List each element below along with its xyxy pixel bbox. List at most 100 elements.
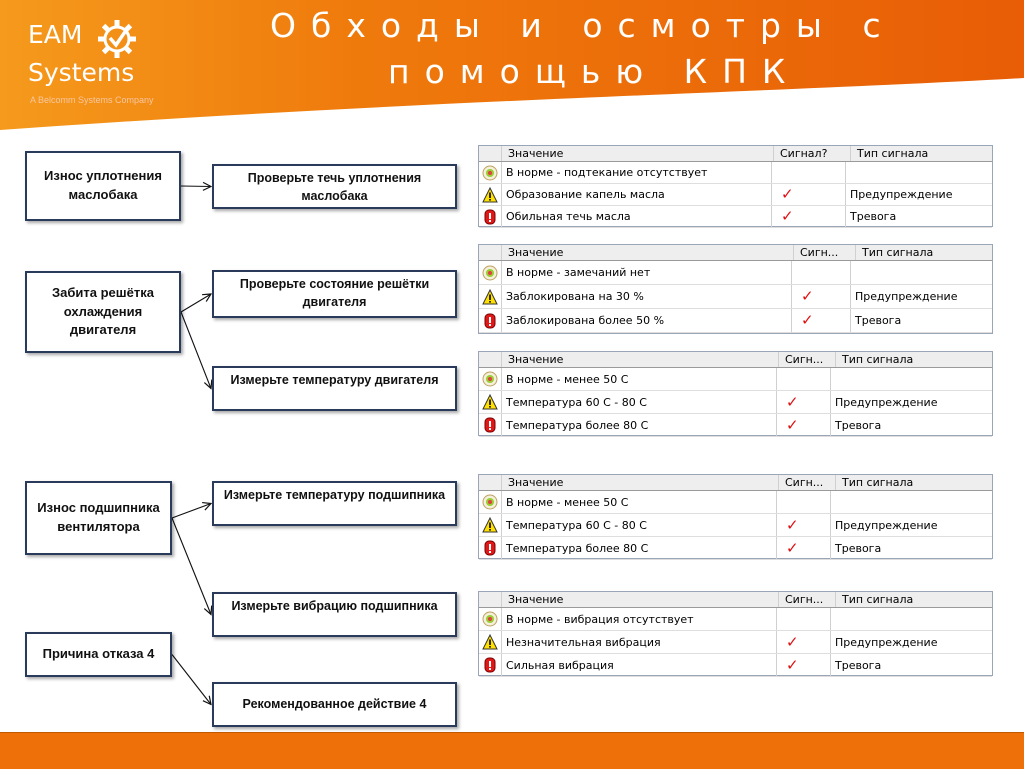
row-signal-type <box>846 162 992 183</box>
action-box-4[interactable]: Рекомендованное действие 4 <box>212 682 457 727</box>
row-value: В норме - подтекание отсутствует <box>502 162 772 183</box>
row-value: В норме - замечаний нет <box>502 261 792 284</box>
row-signal-cell[interactable]: ✓ <box>772 206 846 227</box>
column-header-signal-type[interactable]: Тип сигнала <box>862 246 934 259</box>
column-header-signal-type[interactable]: Тип сигнала <box>842 476 914 489</box>
row-signal-type <box>851 261 992 284</box>
row-signal-cell[interactable]: ✓ <box>777 514 831 536</box>
alarm-icon <box>479 309 502 332</box>
table-row[interactable]: Сильная вибрация✓Тревога <box>479 654 992 677</box>
row-value: Температура 60 С - 80 С <box>502 391 777 413</box>
ok-icon <box>479 162 502 183</box>
cause-box-bearing[interactable]: Износ подшипника вентилятора <box>25 481 172 555</box>
check-icon: ✓ <box>801 311 814 329</box>
row-signal-cell[interactable]: ✓ <box>777 631 831 653</box>
cause-box-4[interactable]: Причина отказа 4 <box>25 632 172 677</box>
column-header-signal[interactable]: Сигн... <box>779 592 836 607</box>
row-signal-cell[interactable]: ✓ <box>777 414 831 436</box>
action-label: Рекомендованное действие 4 <box>242 697 427 712</box>
row-value: Обильная течь масла <box>502 206 772 227</box>
table-row[interactable]: В норме - вибрация отсутствует <box>479 608 992 631</box>
row-signal-cell[interactable] <box>777 608 831 630</box>
row-signal-type <box>831 608 992 630</box>
table-row[interactable]: В норме - подтекание отсутствует <box>479 162 992 184</box>
gear-check-icon <box>98 20 136 58</box>
alarm-icon <box>479 206 502 227</box>
row-signal-cell[interactable]: ✓ <box>772 184 846 205</box>
row-signal-type: Тревога <box>855 314 902 327</box>
row-signal-cell[interactable] <box>792 261 851 284</box>
row-signal-cell[interactable]: ✓ <box>777 391 831 413</box>
column-header-value[interactable]: Значение <box>502 592 779 607</box>
row-value: Заблокирована более 50 % <box>502 309 792 332</box>
table-row[interactable]: Температура 60 С - 80 С✓Предупреждение <box>479 391 992 414</box>
table-row[interactable]: Незначительная вибрация✓Предупреждение <box>479 631 992 654</box>
column-header-value[interactable]: Значение <box>502 146 774 161</box>
column-header-signal-type[interactable]: Тип сигнала <box>857 147 929 160</box>
row-signal-type: Предупреждение <box>850 188 953 201</box>
cause-label: Износ подшипника вентилятора <box>37 500 160 534</box>
column-header-signal[interactable]: Сигн... <box>794 245 856 260</box>
column-header-signal-type[interactable]: Тип сигнала <box>842 353 914 366</box>
table-row[interactable]: Заблокирована более 50 % ✓ Тревога <box>479 309 992 333</box>
check-icon: ✓ <box>781 185 794 203</box>
column-header-signal[interactable]: Сигн... <box>779 475 836 490</box>
cause-label: Забита решётка охлаждения двигателя <box>52 284 154 338</box>
table-row[interactable]: Температура более 80 С✓ Тревога <box>479 414 992 437</box>
table-row[interactable]: В норме - менее 50 С <box>479 491 992 514</box>
row-signal-cell[interactable] <box>777 368 831 390</box>
row-signal-type: Тревога <box>835 418 882 432</box>
row-value: Незначительная вибрация <box>502 631 777 653</box>
row-signal-cell[interactable]: ✓ <box>792 285 851 308</box>
row-signal-cell[interactable]: ✓ <box>777 654 831 676</box>
action-box-measure-vibration[interactable]: Измерьте вибрацию подшипника <box>212 592 457 637</box>
row-signal-cell[interactable] <box>777 491 831 513</box>
check-icon: ✓ <box>786 392 799 411</box>
header-banner: EAM Systems A Belcomm Systems Company Об… <box>0 0 1024 130</box>
page-title-line1: Обходы и осмотры с <box>270 6 896 45</box>
action-box-check-leak[interactable]: Проверьте течь уплотнения маслобака <box>212 164 457 209</box>
column-header-value[interactable]: Значение <box>502 352 779 367</box>
action-label: Измерьте температуру подшипника <box>223 488 446 502</box>
table-row[interactable]: Образование капель масла ✓ Предупреждение <box>479 184 992 206</box>
table-row[interactable]: Температура 60 С - 80 С✓Предупреждение <box>479 514 992 537</box>
row-value: Образование капель масла <box>502 184 772 205</box>
cause-box-oil-seal[interactable]: Износ уплотнения маслобака <box>25 151 181 221</box>
header-background <box>0 0 1024 130</box>
action-box-measure-bearing-temp[interactable]: Измерьте температуру подшипника <box>212 481 457 526</box>
warning-icon <box>479 285 502 308</box>
table-row[interactable]: В норме - менее 50 С <box>479 368 992 391</box>
table-row[interactable]: Обильная течь масла✓ Тревога <box>479 206 992 228</box>
action-box-measure-motor-temp[interactable]: Измерьте температуру двигателя <box>212 366 457 411</box>
check-icon: ✓ <box>786 655 799 674</box>
connector-arrow <box>171 654 211 705</box>
row-signal-cell[interactable]: ✓ <box>777 537 831 559</box>
row-signal-cell[interactable] <box>772 162 846 183</box>
row-signal-type: Тревога <box>850 210 897 223</box>
column-header-signal[interactable]: Сигнал? <box>774 146 851 161</box>
logo-subtitle: A Belcomm Systems Company <box>30 95 154 105</box>
warning-icon <box>479 514 502 536</box>
action-box-check-grille[interactable]: Проверьте состояние решётки двигателя <box>212 270 457 318</box>
column-header-signal-type[interactable]: Тип сигнала <box>842 593 914 606</box>
table-row[interactable]: Температура более 80 С✓Тревога <box>479 537 992 560</box>
column-header-value[interactable]: Значение <box>502 475 779 490</box>
row-signal-type: Предупреждение <box>835 518 938 532</box>
connector-arrow <box>180 294 211 313</box>
alarm-icon <box>479 537 502 559</box>
check-icon: ✓ <box>801 287 814 305</box>
column-header-signal[interactable]: Сигн... <box>779 352 836 367</box>
row-value: Температура более 80 С <box>502 414 777 436</box>
column-header-value[interactable]: Значение <box>502 245 794 260</box>
table-row[interactable]: Заблокирована на 30 %✓Предупреждение <box>479 285 992 309</box>
warning-icon <box>479 184 502 205</box>
cause-box-grille[interactable]: Забита решётка охлаждения двигателя <box>25 271 181 353</box>
table-row[interactable]: В норме - замечаний нет <box>479 261 992 285</box>
row-signal-cell[interactable]: ✓ <box>792 309 851 332</box>
